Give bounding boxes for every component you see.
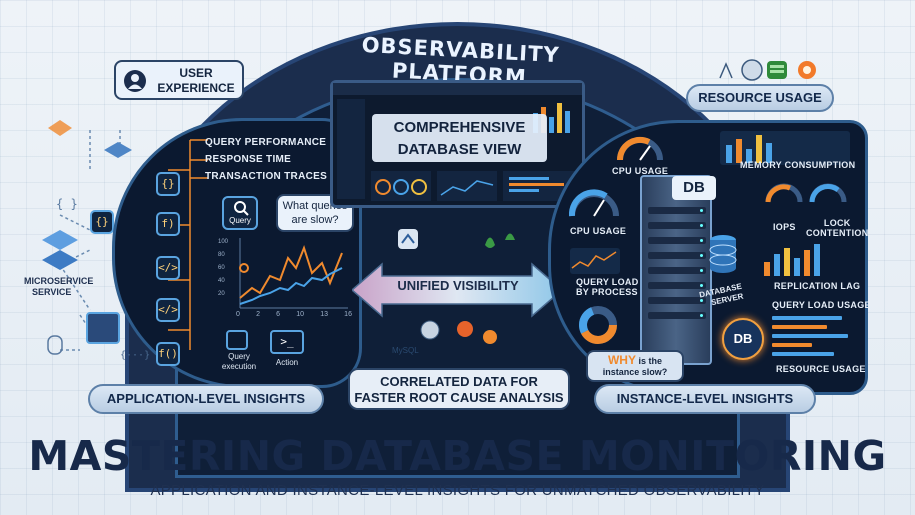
rack-slot xyxy=(648,222,706,229)
unified-visibility-label: UNIFIED VISIBILITY xyxy=(397,278,519,293)
db-logos xyxy=(398,229,515,344)
microservice-network: { } xyxy=(42,120,132,355)
resource-usage-badge: RESOURCE USAGE xyxy=(686,84,834,112)
query-load-process-label: QUERY LOAD BY PROCESS xyxy=(576,277,639,297)
memory-chart xyxy=(720,131,850,165)
code-icon-left: {} xyxy=(90,210,114,234)
memory-label: MEMORY CONSUMPTION xyxy=(740,160,856,170)
query-load-bars xyxy=(772,314,852,360)
user-experience-label: USER EXPERIENCE xyxy=(157,66,235,95)
action-label: Action xyxy=(275,358,299,367)
response-time-label: RESPONSE TIME xyxy=(205,154,292,165)
rack-slot xyxy=(648,312,706,319)
resource-usage-bottom-label: RESOURCE USAGE xyxy=(776,364,866,374)
query-search-box: Query xyxy=(222,196,258,230)
db-badge: DB xyxy=(722,318,764,360)
transaction-traces-label: TRANSACTION TRACES xyxy=(205,171,328,182)
correlated-data-box: CORRELATED DATA FOR FASTER ROOT CAUSE AN… xyxy=(348,368,570,410)
iops-label: IOPS xyxy=(773,222,796,232)
why-slow-bubble: WHY is the instance slow? xyxy=(586,350,684,382)
iops-gauge-icon xyxy=(765,183,803,203)
db-label: DB xyxy=(672,176,716,200)
query-execution-icon xyxy=(226,330,248,350)
database-cylinder-icon xyxy=(709,235,737,273)
chart-x-axis: 0 2 6 10 13 16 xyxy=(236,311,352,318)
chart-y-axis: 100 80 60 40 20 xyxy=(218,239,229,297)
cpu-gauge-icon xyxy=(568,189,619,217)
tech-icons-row xyxy=(700,58,870,84)
tag-icon-2: </> xyxy=(156,298,180,322)
function-icon: f) xyxy=(156,212,180,236)
microservice-label: MICROSERVICE SERVICE xyxy=(24,276,94,297)
tag-icon-1: </> xyxy=(156,256,180,280)
rack-slot xyxy=(648,267,706,274)
replication-lag-label: REPLICATION LAG xyxy=(774,281,861,291)
rack-slot xyxy=(648,237,706,244)
svg-text:{ }: { } xyxy=(56,197,78,211)
performance-chart xyxy=(239,238,348,309)
rack-slot xyxy=(648,282,706,289)
replication-chart xyxy=(760,242,844,278)
main-title: MASTERING DATABASE MONITORING xyxy=(28,432,887,480)
rack-slot xyxy=(648,207,706,214)
rack-slot xyxy=(648,252,706,259)
application-panel xyxy=(112,118,362,388)
dashboard-title: COMPREHENSIVE DATABASE VIEW xyxy=(372,114,547,162)
cpu-usage-label: CPU USAGE xyxy=(570,226,627,236)
terminal-icon: >_ xyxy=(270,330,304,354)
query-execution-label: Query execution xyxy=(221,352,257,371)
query-load-process-chart xyxy=(570,248,620,274)
cpu-usage-top-label: CPU USAGE xyxy=(612,166,669,176)
rack-slot xyxy=(648,297,706,304)
mysql-label: MySQL xyxy=(392,346,419,355)
application-level-badge: APPLICATION-LEVEL INSIGHTS xyxy=(88,384,324,414)
donut-chart xyxy=(579,306,617,344)
instance-level-badge: INSTANCE-LEVEL INSIGHTS xyxy=(594,384,816,414)
user-experience-callout: USER EXPERIENCE xyxy=(114,60,244,100)
service-box-icon xyxy=(86,312,120,344)
cpu-gauge-top-icon xyxy=(616,136,663,161)
query-load-usage-label: QUERY LOAD USAGE xyxy=(772,300,871,310)
metric-list: QUERY PERFORMANCE RESPONSE TIME TRANSACT… xyxy=(205,137,335,182)
database-server-rack xyxy=(640,175,712,365)
code-icon-1: {} xyxy=(156,172,180,196)
braces-icon: {···} xyxy=(120,350,151,361)
query-performance-label: QUERY PERFORMANCE xyxy=(205,137,327,148)
lock-contention-label: LOCK CONTENTION xyxy=(806,218,869,238)
unified-visibility-arrow xyxy=(352,262,562,318)
dashboard-screen xyxy=(333,83,582,201)
subtitle: APPLICATION AND INSTANCE-LEVEL INSIGHTS … xyxy=(150,482,765,499)
lock-gauge-icon xyxy=(809,183,847,203)
function-icon-2: f() xyxy=(156,342,180,366)
search-icon xyxy=(234,201,249,216)
tech-logos-icon xyxy=(719,59,816,81)
user-icon xyxy=(124,70,146,92)
